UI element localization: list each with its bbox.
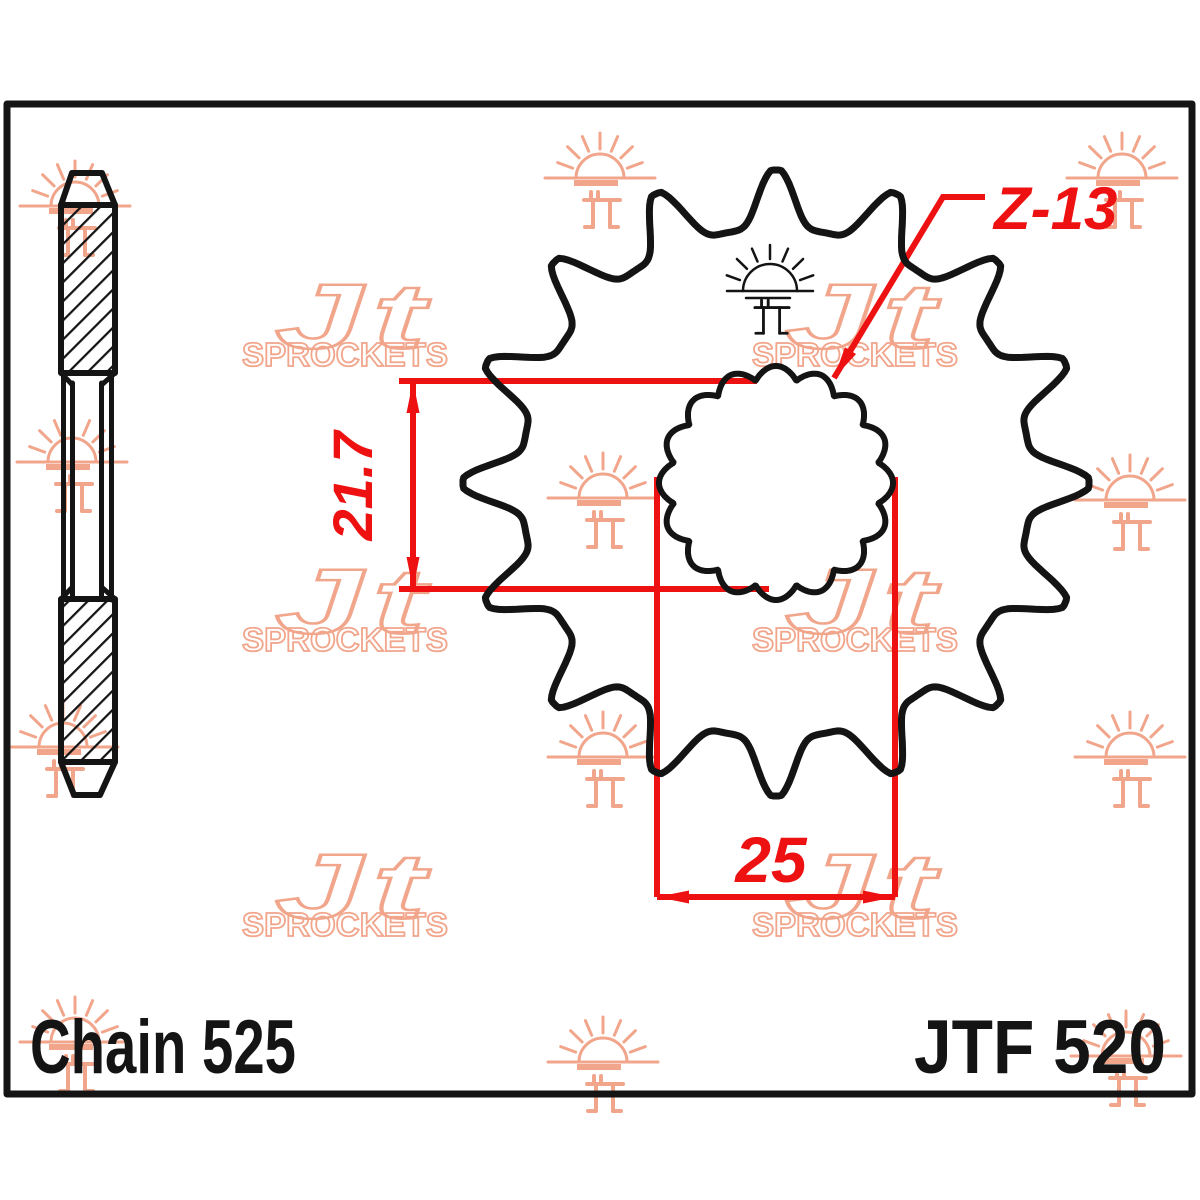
sprockets-watermark-text: SPROCKETS xyxy=(242,621,448,658)
teeth-count-label: Z-13 xyxy=(992,175,1117,242)
side-view-section xyxy=(58,170,118,798)
side-view-lower-hatch xyxy=(58,596,118,765)
jt-logo-glyphs: Jt xyxy=(275,551,435,653)
sprocket-teeth-outline xyxy=(459,166,1093,800)
leader-line xyxy=(831,194,985,380)
jt-logo-glyphs: Jt xyxy=(275,836,435,938)
jt-glyph-icon xyxy=(585,510,625,549)
jt-glyph-icon xyxy=(1112,512,1152,551)
jt-glyph-icon xyxy=(585,769,625,808)
jt-glyph-icon xyxy=(582,190,622,229)
jt-logo-glyphs: Jt xyxy=(785,266,945,368)
side-view-bottom-tooth xyxy=(58,759,118,798)
dimension-bore-width: 25 xyxy=(654,477,898,904)
jt-glyph-icon xyxy=(753,298,791,335)
sun-watermark-icon xyxy=(543,131,657,229)
jt-sun-logo xyxy=(725,243,815,335)
jt-glyph-icon xyxy=(1112,769,1152,808)
sun-watermark-icon xyxy=(1073,453,1187,551)
sprockets-watermark-text: SPROCKETS xyxy=(752,621,958,658)
jt-glyph-icon xyxy=(1104,190,1144,229)
sprockets-watermark-text: SPROCKETS xyxy=(752,906,958,943)
part-number-label: JTF 520 xyxy=(914,1005,1166,1090)
sprockets-watermark-text: SPROCKETS xyxy=(242,336,448,373)
dimension-label-bore-height: 21.7 xyxy=(321,429,384,542)
sprockets-watermark-text: SPROCKETS xyxy=(242,906,448,943)
sun-watermark-icon xyxy=(1073,710,1187,808)
spline-bore-outline xyxy=(656,363,896,603)
sun-watermark-icon xyxy=(546,451,660,549)
dimension-bore-height: 21.7 xyxy=(321,378,769,592)
side-view-hub-neck xyxy=(58,370,118,603)
dimension-label-bore-width: 25 xyxy=(734,824,808,896)
jt-logo-glyphs: Jt xyxy=(275,266,435,368)
jt-logo-glyphs: Jt xyxy=(785,551,945,653)
drawing-frame xyxy=(3,100,1196,1098)
front-view xyxy=(459,166,1093,800)
sun-watermark-icon xyxy=(1065,131,1179,229)
teeth-count-callout: Z-13 xyxy=(831,175,1117,380)
sun-watermark-icon xyxy=(546,710,660,808)
side-view-upper-hatch xyxy=(58,202,118,376)
rising-sun-icon xyxy=(725,243,815,335)
chain-size-label: Chain 525 xyxy=(30,1005,296,1090)
dimension-annotations: 21.7 25 Z-13 xyxy=(321,175,1117,904)
jt-logo-glyphs: Jt xyxy=(785,836,945,938)
